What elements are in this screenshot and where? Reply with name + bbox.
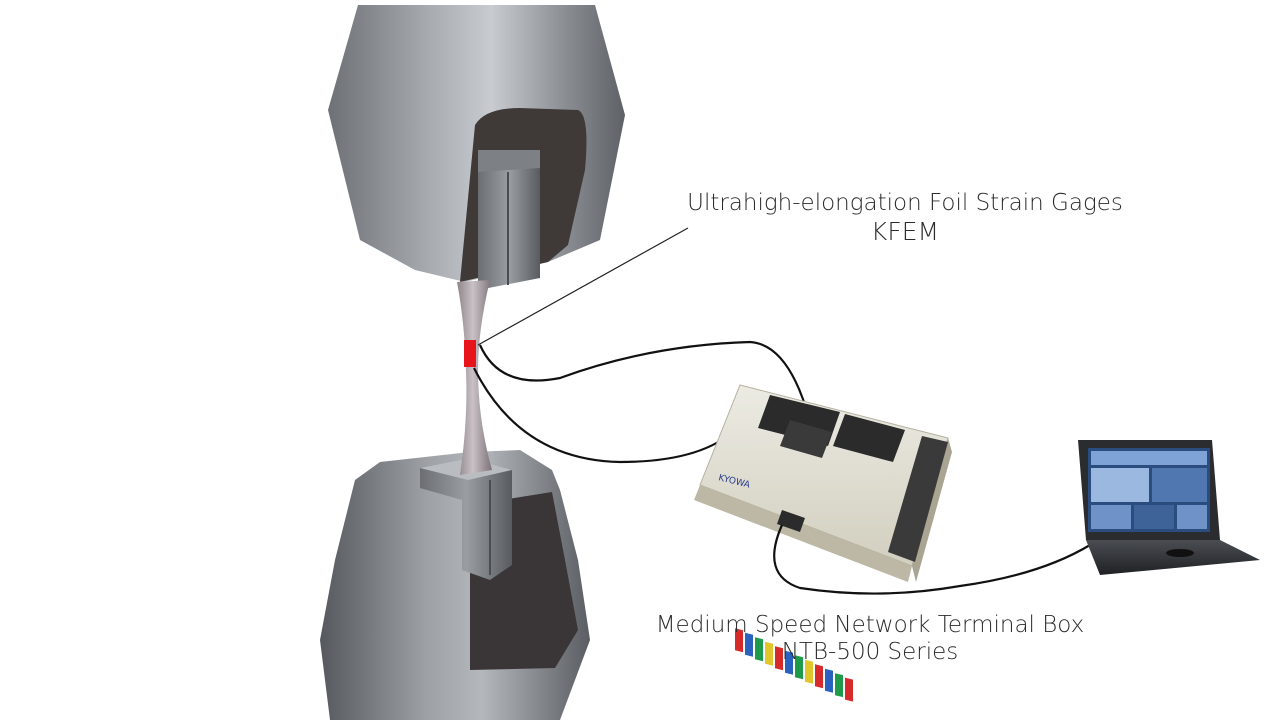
strain-gage-title: Ultrahigh-elongation Foil Strain Gages: [687, 190, 1123, 216]
strain-gage-model: KFEM: [870, 217, 940, 247]
gage-leader-line: [477, 227, 689, 346]
specimen-icon: [457, 280, 492, 475]
terminal-box-model: NTB-500 Series: [781, 639, 959, 666]
strain-gage-label: Ultrahigh-elongation Foil Strain Gages K…: [640, 190, 1170, 247]
terminal-box-icon: [694, 384, 952, 702]
strain-gage-icon: [464, 340, 476, 367]
cable-icon: [478, 340, 822, 471]
cable-icon-3: [773, 524, 1091, 595]
terminal-box-label: Medium Speed Network Terminal Box NTB-50…: [620, 612, 1120, 666]
terminal-box-title: Medium Speed Network Terminal Box: [655, 612, 1085, 638]
laptop-base: [1086, 540, 1260, 575]
lower-grip: [320, 450, 590, 720]
upper-grip: [328, 5, 625, 290]
laptop-icon: [1078, 440, 1260, 575]
